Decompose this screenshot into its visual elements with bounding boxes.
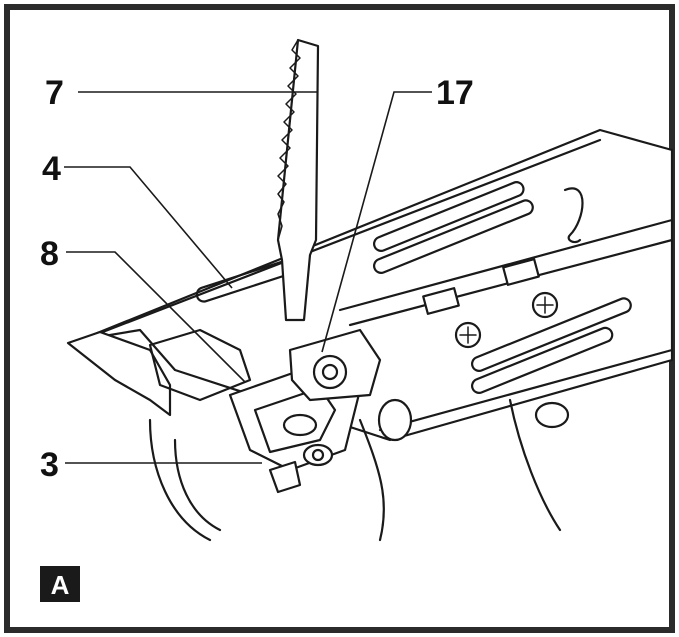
base-plate <box>78 128 674 442</box>
saw-blade <box>276 38 320 322</box>
leader-8 <box>66 251 246 383</box>
shoe-lip <box>66 330 172 417</box>
figure-badge-label: A <box>51 570 70 600</box>
housing-right-curve <box>508 398 562 532</box>
callout-8: 8 <box>40 235 59 273</box>
leader-4 <box>64 166 233 289</box>
leader-lines <box>64 91 432 464</box>
guide-rail-bottom <box>378 348 674 432</box>
rail-screws <box>422 258 559 349</box>
base-plate-edge <box>93 138 602 337</box>
roller-guide <box>288 328 413 442</box>
callout-3: 3 <box>40 446 59 484</box>
callout-17: 17 <box>436 74 474 112</box>
housing-inner-curve <box>173 438 222 532</box>
housing-left-curve <box>148 418 212 542</box>
callout-7: 7 <box>45 74 64 112</box>
housing-hole <box>534 401 570 429</box>
guide-rail-top <box>338 218 674 312</box>
housing-mid-curve <box>358 418 386 542</box>
callout-4: 4 <box>42 150 61 188</box>
figure-badge <box>40 566 80 602</box>
leader-17 <box>321 91 432 353</box>
cable-stub <box>563 187 584 244</box>
blade-opening <box>148 328 252 402</box>
jigsaw-drawing <box>66 38 674 542</box>
